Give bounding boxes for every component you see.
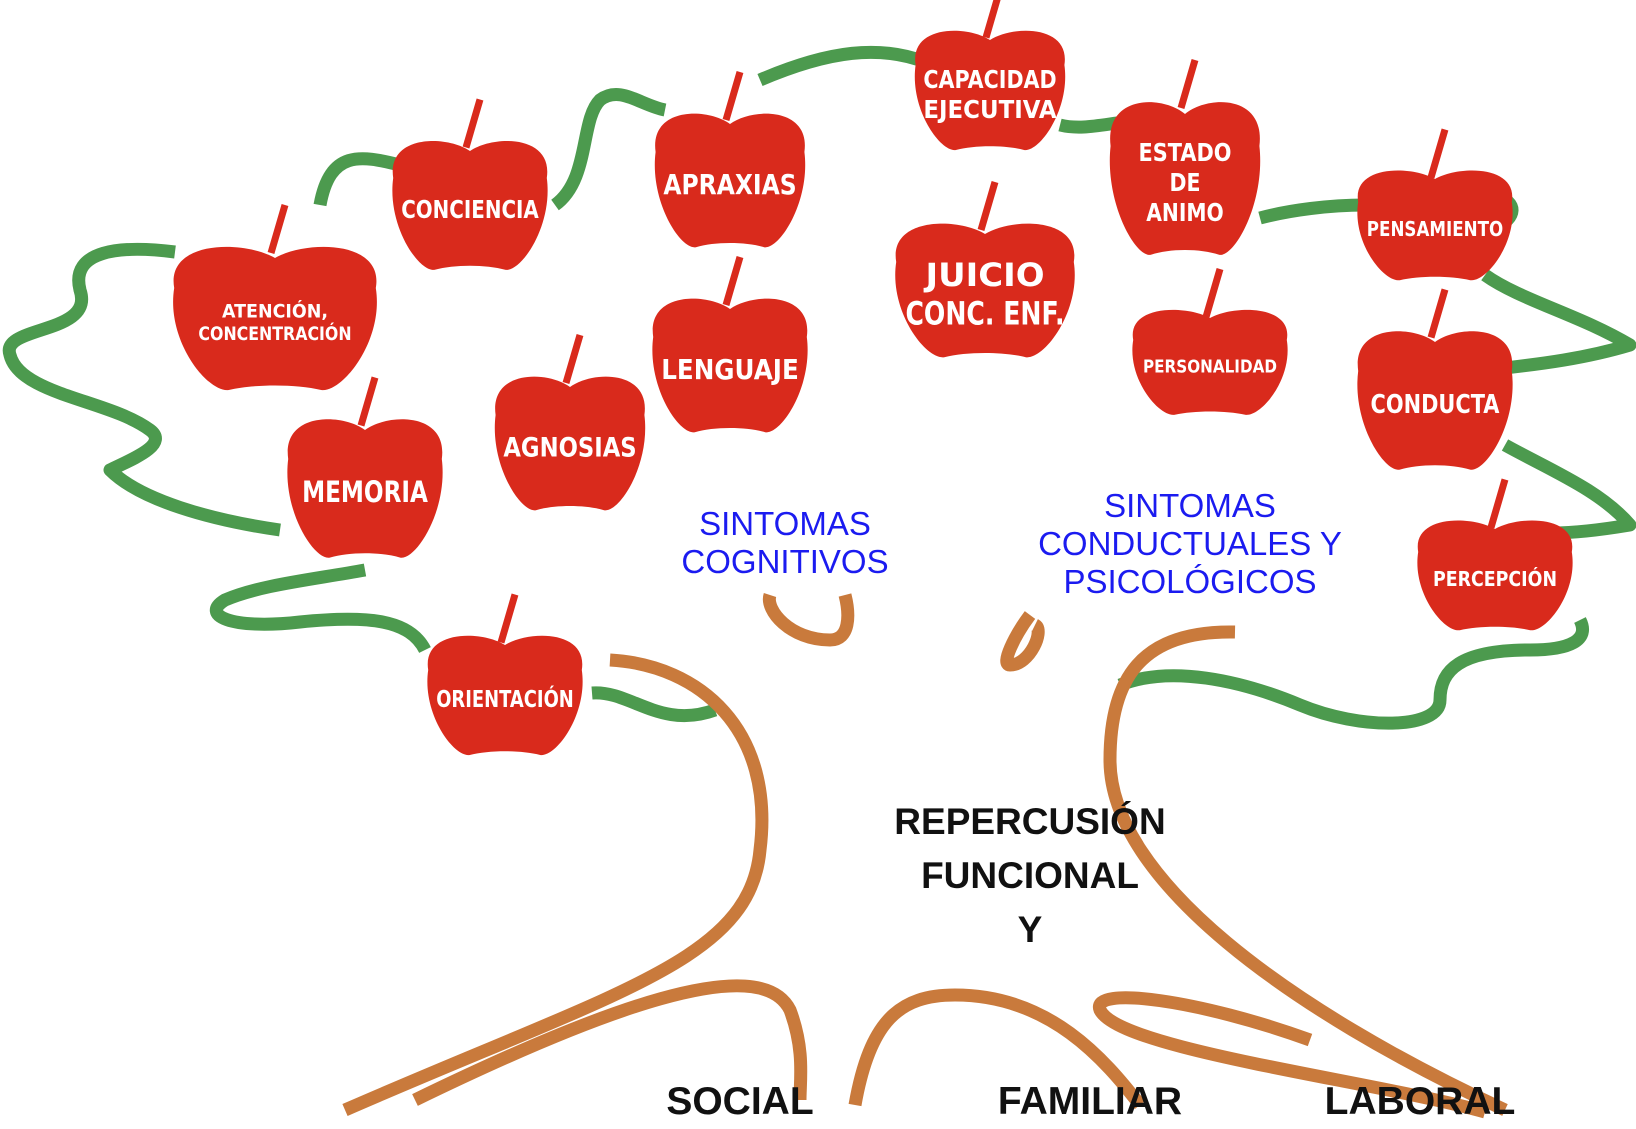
apple-orientacion: ORIENTACIÓN bbox=[427, 593, 583, 756]
apple-body bbox=[427, 635, 583, 756]
apple-lenguaje: LENGUAJE bbox=[652, 256, 808, 433]
apple-label: APRAXIAS bbox=[663, 168, 796, 201]
apple-label: CONCIENCIA bbox=[401, 195, 539, 224]
apple-body bbox=[1132, 309, 1288, 415]
apple-body bbox=[914, 30, 1066, 151]
root-label-laboral: LABORAL bbox=[1324, 1080, 1516, 1123]
apple-label: AGNOSIAS bbox=[503, 432, 636, 463]
apple-stem bbox=[357, 376, 379, 427]
apple-stem bbox=[1177, 59, 1199, 109]
apple-body bbox=[392, 141, 548, 270]
cognitive-symptoms-label: SINTOMAS COGNITIVOS bbox=[681, 505, 889, 580]
apple-stem bbox=[722, 256, 744, 306]
behavioral-symptoms-label: SINTOMAS CONDUCTUALES Y PSICOLÓGICOS bbox=[1038, 487, 1342, 600]
apple-body bbox=[1357, 331, 1513, 470]
apple-body bbox=[1417, 520, 1573, 631]
functional-impact-title: REPERCUSIÓN FUNCIONAL Y bbox=[894, 801, 1166, 950]
apple-label: ORIENTACIÓN bbox=[436, 685, 574, 713]
apple-apraxias: APRAXIAS bbox=[654, 71, 806, 248]
apple-label: JUICIO bbox=[923, 256, 1044, 294]
apple-label: MEMORIA bbox=[302, 475, 428, 509]
apple-label: EJECUTIVA bbox=[923, 95, 1057, 124]
apple-stem bbox=[1427, 128, 1449, 179]
apple-stem bbox=[977, 181, 999, 231]
apple-stem bbox=[1487, 478, 1509, 529]
apple-label: CONCENTRACIÓN bbox=[198, 321, 351, 345]
apple-body bbox=[1357, 170, 1513, 281]
root-label-social: SOCIAL bbox=[666, 1080, 814, 1123]
apple-personalidad: PERSONALIDAD bbox=[1132, 268, 1288, 415]
apple-conducta: CONDUCTA bbox=[1357, 288, 1513, 470]
apple-memoria: MEMORIA bbox=[287, 376, 443, 558]
apple-label: CONC. ENF. bbox=[905, 294, 1064, 332]
apple-label: CONDUCTA bbox=[1371, 390, 1500, 420]
apple-label: PENSAMIENTO bbox=[1367, 217, 1503, 241]
apple-pensamiento: PENSAMIENTO bbox=[1357, 128, 1513, 281]
apple-stem bbox=[1427, 288, 1449, 339]
apple-agnosias: AGNOSIAS bbox=[494, 334, 646, 511]
apple-stem bbox=[562, 334, 584, 384]
apple-body bbox=[654, 113, 806, 248]
apple-stem bbox=[267, 204, 289, 254]
tree-trunk-roots bbox=[342, 592, 1508, 1119]
apple-stem bbox=[1202, 268, 1224, 318]
apple-percepcion: PERCEPCIÓN bbox=[1417, 478, 1573, 631]
apple-atencion: ATENCIÓN,CONCENTRACIÓN bbox=[173, 204, 377, 391]
apple-label: LENGUAJE bbox=[661, 353, 799, 386]
apple-label: DE bbox=[1170, 168, 1201, 197]
apple-body bbox=[1109, 102, 1261, 255]
apple-label: ATENCIÓN, bbox=[222, 298, 328, 322]
apple-body bbox=[652, 298, 808, 433]
apple-conciencia: CONCIENCIA bbox=[392, 98, 548, 270]
apple-label: CAPACIDAD bbox=[923, 65, 1056, 94]
apple-body bbox=[173, 246, 377, 391]
apple-body bbox=[494, 376, 646, 511]
apple-body bbox=[895, 223, 1075, 358]
apple-label: ESTADO bbox=[1139, 138, 1232, 167]
apple-stem bbox=[462, 98, 484, 149]
apple-stem bbox=[982, 0, 1001, 39]
apple-body bbox=[287, 419, 443, 558]
apple-label: ANIMO bbox=[1146, 198, 1224, 227]
apple-label: PERSONALIDAD bbox=[1143, 356, 1277, 377]
root-label-familiar: FAMILIAR bbox=[997, 1080, 1183, 1123]
apple-stem bbox=[497, 593, 519, 644]
apple-stem bbox=[722, 71, 744, 121]
apple-label: PERCEPCIÓN bbox=[1433, 567, 1557, 591]
